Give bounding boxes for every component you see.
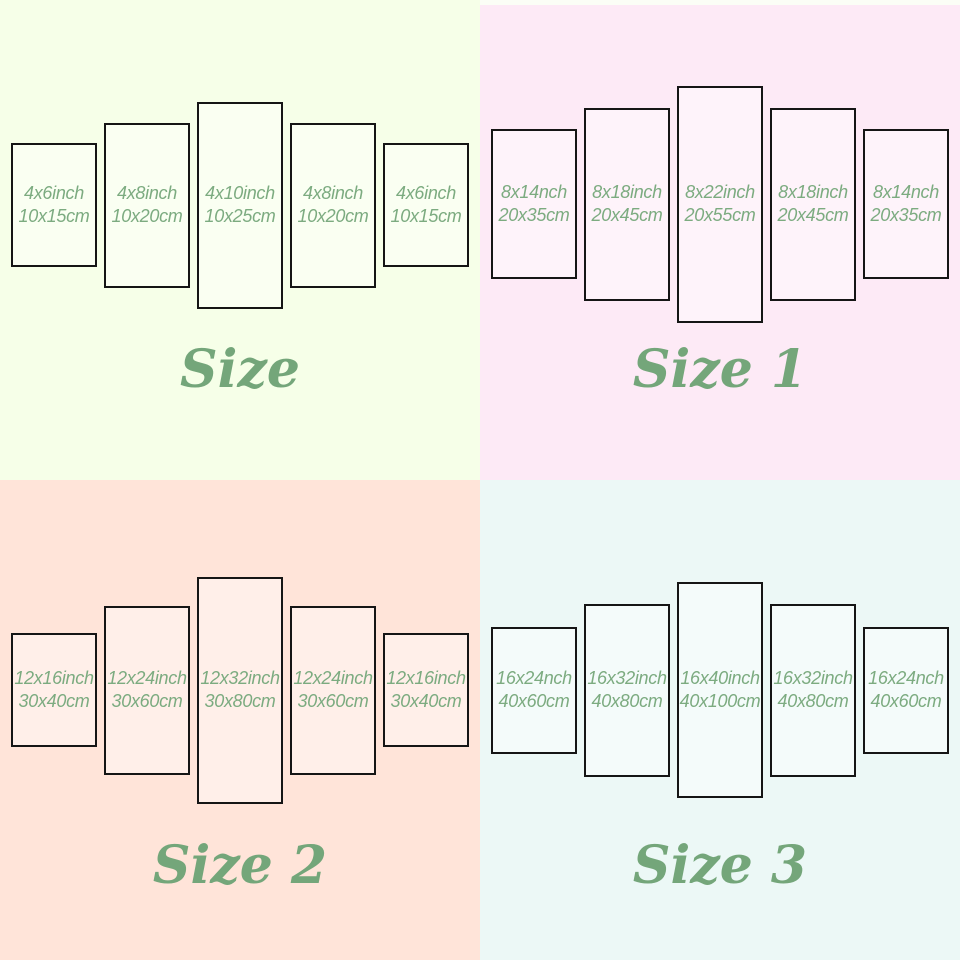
- panel-size-inch: 12x16inch: [386, 668, 466, 688]
- canvas-panel: 4x10inch 10x25cm: [197, 101, 283, 309]
- panel-label: 4x6inch 10x15cm: [19, 182, 90, 228]
- canvas-panel: 12x16inch 30x40cm: [383, 633, 469, 747]
- panel-row: 4x6inch 10x15cm 4x8inch 10x20cm 4x10inch…: [0, 0, 480, 410]
- canvas-panel: 8x14nch 20x35cm: [491, 129, 577, 279]
- panel-row: 8x14nch 20x35cm 8x18inch 20x45cm 8x22inc…: [480, 0, 960, 408]
- panel-size-inch: 16x40inch: [680, 668, 760, 688]
- panel-label: 8x14nch 20x35cm: [871, 181, 942, 227]
- canvas-panel: 4x6inch 10x15cm: [383, 143, 469, 267]
- panel-size-inch: 4x6inch: [396, 183, 456, 203]
- canvas-panel: 16x24nch 40x60cm: [863, 626, 949, 754]
- panel-size-inch: 8x14nch: [501, 182, 567, 202]
- panel-size-inch: 16x24nch: [496, 668, 572, 688]
- panel-size-inch: 12x16inch: [14, 668, 94, 688]
- panel-size-inch: 4x8inch: [117, 183, 177, 203]
- panel-label: 4x10inch 10x25cm: [205, 182, 276, 228]
- panel-label: 4x8inch 10x20cm: [112, 182, 183, 228]
- quadrant-size-2: 12x16inch 30x40cm 12x24inch 30x60cm 12x3…: [0, 480, 480, 960]
- panel-size-cm: 40x60cm: [870, 691, 942, 711]
- panel-size-cm: 40x80cm: [591, 691, 663, 711]
- canvas-panel: 4x6inch 10x15cm: [11, 143, 97, 267]
- panel-row: 16x24nch 40x60cm 16x32inch 40x80cm 16x40…: [480, 480, 960, 900]
- panel-label: 16x24nch 40x60cm: [868, 667, 944, 713]
- panel-size-cm: 40x100cm: [679, 691, 761, 711]
- panel-label: 12x24inch 30x60cm: [293, 667, 373, 713]
- canvas-panel: 16x40inch 40x100cm: [677, 582, 763, 798]
- panel-label: 16x32inch 40x80cm: [773, 667, 853, 713]
- size-chart-title: Size 2: [152, 835, 328, 896]
- canvas-panel: 16x32inch 40x80cm: [770, 603, 856, 777]
- panel-label: 8x22inch 20x55cm: [685, 181, 756, 227]
- canvas-panel: 12x24inch 30x60cm: [290, 605, 376, 775]
- panel-size-inch: 8x18inch: [778, 182, 848, 202]
- panel-size-cm: 30x60cm: [297, 691, 369, 711]
- panel-size-inch: 8x18inch: [592, 182, 662, 202]
- quadrant-size-1: 8x14nch 20x35cm 8x18inch 20x45cm 8x22inc…: [480, 0, 960, 480]
- size-chart-title: Size 3: [632, 835, 808, 896]
- canvas-panel: 12x24inch 30x60cm: [104, 605, 190, 775]
- panel-size-cm: 10x20cm: [111, 206, 183, 226]
- panel-size-inch: 8x22inch: [685, 182, 755, 202]
- panel-size-cm: 10x20cm: [297, 206, 369, 226]
- canvas-panel: 12x16inch 30x40cm: [11, 633, 97, 747]
- panel-label: 4x8inch 10x20cm: [298, 182, 369, 228]
- canvas-panel: 8x18inch 20x45cm: [770, 107, 856, 301]
- panel-label: 16x40inch 40x100cm: [680, 667, 761, 713]
- panel-size-cm: 20x45cm: [777, 205, 849, 225]
- canvas-panel: 4x8inch 10x20cm: [104, 122, 190, 288]
- panel-size-cm: 30x40cm: [390, 691, 462, 711]
- canvas-panel: 16x24nch 40x60cm: [491, 626, 577, 754]
- panel-size-cm: 10x15cm: [18, 206, 90, 226]
- panel-size-cm: 40x80cm: [777, 691, 849, 711]
- panel-size-cm: 10x25cm: [204, 206, 276, 226]
- panel-size-cm: 10x15cm: [390, 206, 462, 226]
- canvas-panel: 16x32inch 40x80cm: [584, 603, 670, 777]
- panel-size-cm: 30x40cm: [18, 691, 90, 711]
- panel-size-cm: 20x45cm: [591, 205, 663, 225]
- panel-size-inch: 16x32inch: [587, 668, 667, 688]
- canvas-panel: 12x32inch 30x80cm: [197, 576, 283, 804]
- size-chart-title: Size 1: [632, 339, 808, 400]
- canvas-panel: 8x14nch 20x35cm: [863, 129, 949, 279]
- panel-size-inch: 8x14nch: [873, 182, 939, 202]
- panel-size-inch: 4x8inch: [303, 183, 363, 203]
- size-chart-title: Size: [180, 339, 300, 400]
- quadrant-size-3: 16x24nch 40x60cm 16x32inch 40x80cm 16x40…: [480, 480, 960, 960]
- panel-size-inch: 12x32inch: [200, 668, 280, 688]
- panel-size-inch: 12x24inch: [107, 668, 187, 688]
- panel-size-inch: 12x24inch: [293, 668, 373, 688]
- canvas-panel: 8x22inch 20x55cm: [677, 85, 763, 323]
- panel-label: 8x18inch 20x45cm: [778, 181, 849, 227]
- panel-size-cm: 40x60cm: [498, 691, 570, 711]
- panel-label: 12x16inch 30x40cm: [386, 667, 466, 713]
- panel-size-cm: 30x80cm: [204, 691, 276, 711]
- panel-size-inch: 16x32inch: [773, 668, 853, 688]
- panel-label: 16x24nch 40x60cm: [496, 667, 572, 713]
- panel-label: 16x32inch 40x80cm: [587, 667, 667, 713]
- panel-size-inch: 16x24nch: [868, 668, 944, 688]
- panel-size-cm: 30x60cm: [111, 691, 183, 711]
- panel-size-cm: 20x55cm: [684, 205, 756, 225]
- panel-label: 8x18inch 20x45cm: [592, 181, 663, 227]
- canvas-panel: 8x18inch 20x45cm: [584, 107, 670, 301]
- panel-row: 12x16inch 30x40cm 12x24inch 30x60cm 12x3…: [0, 480, 480, 900]
- panel-label: 12x24inch 30x60cm: [107, 667, 187, 713]
- panel-label: 8x14nch 20x35cm: [499, 181, 570, 227]
- panel-label: 12x32inch 30x80cm: [200, 667, 280, 713]
- quadrant-size: 4x6inch 10x15cm 4x8inch 10x20cm 4x10inch…: [0, 0, 480, 480]
- panel-size-cm: 20x35cm: [870, 205, 942, 225]
- panel-label: 4x6inch 10x15cm: [391, 182, 462, 228]
- panel-size-inch: 4x6inch: [24, 183, 84, 203]
- panel-label: 12x16inch 30x40cm: [14, 667, 94, 713]
- panel-size-cm: 20x35cm: [498, 205, 570, 225]
- panel-size-inch: 4x10inch: [205, 183, 275, 203]
- canvas-panel: 4x8inch 10x20cm: [290, 122, 376, 288]
